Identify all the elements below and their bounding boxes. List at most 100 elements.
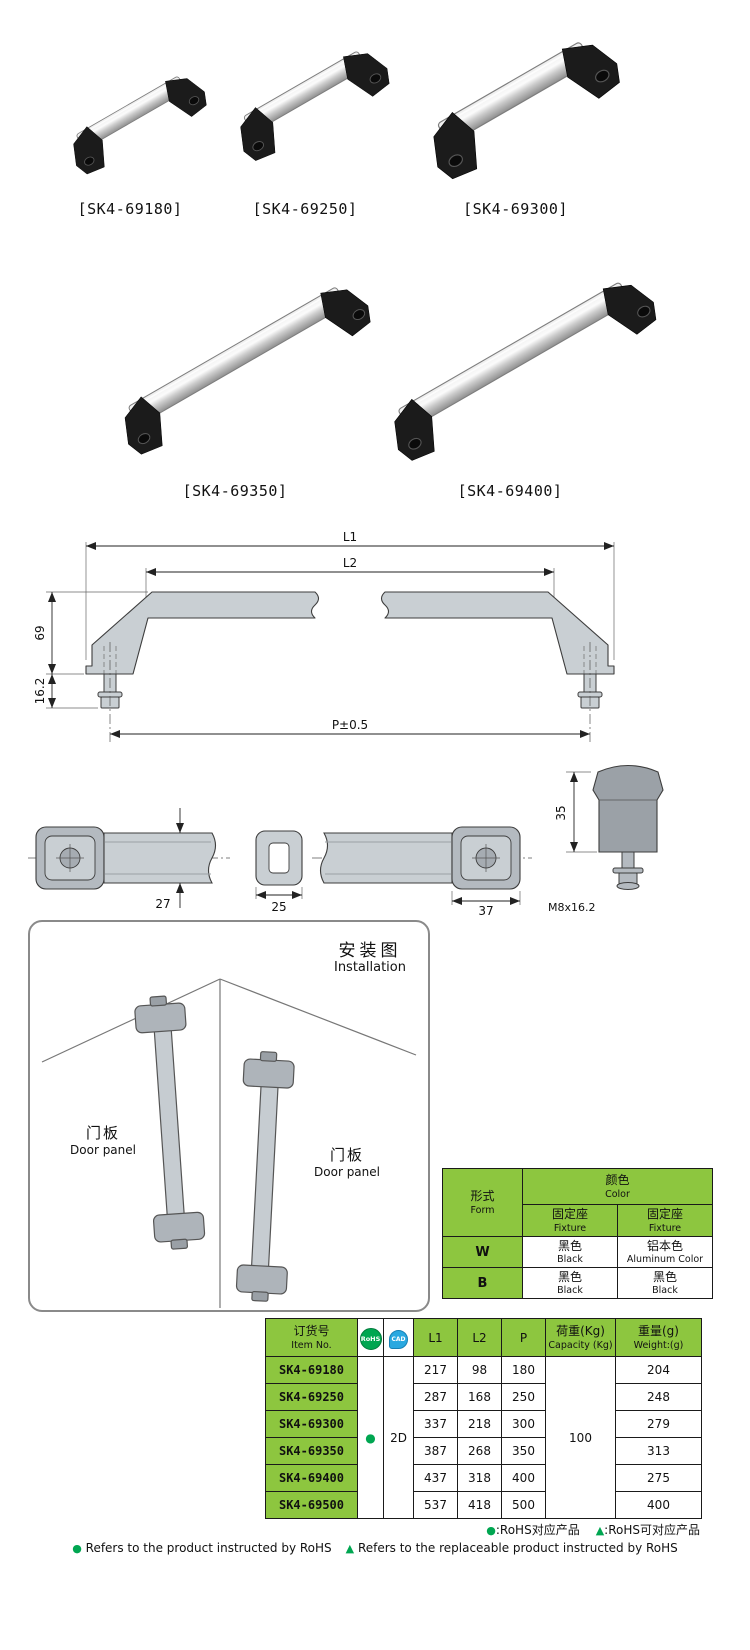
- handle-graphic: [394, 282, 657, 461]
- rohs-header-cell: RoHS: [357, 1318, 384, 1357]
- color-header-cell: 颜色 Color: [522, 1168, 713, 1205]
- item-cell: SK4-69250: [265, 1383, 358, 1411]
- handle-graphic: [73, 76, 207, 175]
- l2-cell: 98: [457, 1356, 502, 1384]
- fixture-header-cell-a: 固定座 Fixture: [522, 1204, 618, 1237]
- tube-edges: [325, 841, 451, 875]
- handle-image: [73, 76, 207, 175]
- dim-section-width-label: 25: [271, 900, 286, 914]
- side-view-drawing: L1 L2 69 16.2 P±0.5: [33, 530, 615, 742]
- rohs-dot-cell: ●: [357, 1356, 384, 1519]
- handle-image: [394, 282, 657, 461]
- l1-cell: 437: [413, 1464, 458, 1492]
- color-cell: 黑色 Black: [522, 1236, 618, 1268]
- rohs-note-cn-tri-text: :RoHS可对应产品: [604, 1523, 700, 1537]
- item-cell: SK4-69180: [265, 1356, 358, 1384]
- color-label-en: Color: [605, 1188, 630, 1200]
- dim-l1-label: L1: [343, 530, 357, 544]
- spec-table: 订货号 Item No. RoHS CAD L1 L2 P 荷重(Kg) Cap…: [265, 1318, 702, 1519]
- product-label-sk4-69400: [SK4-69400]: [457, 482, 563, 500]
- top-view-drawing: 27 25 37: [28, 764, 664, 918]
- panel-edges: [41, 978, 417, 1308]
- handle-graphic: [433, 42, 620, 180]
- mounting-screws: [97, 673, 603, 709]
- weight-cell: 313: [615, 1437, 702, 1465]
- item-cell: SK4-69400: [265, 1464, 358, 1492]
- weight-cell: 248: [615, 1383, 702, 1411]
- right-end-flange: [451, 826, 521, 905]
- p-cell: 180: [501, 1356, 546, 1384]
- handle-profile: [85, 591, 615, 675]
- color-row-w: W 黑色 Black 铝本色 Aluminum Color: [442, 1236, 713, 1268]
- p-cell: 350: [501, 1437, 546, 1465]
- handle-graphic: [124, 287, 371, 455]
- form-label-en: Form: [470, 1204, 495, 1216]
- p-cell: 250: [501, 1383, 546, 1411]
- spec-row: SK4-69300 337 218 300 279: [265, 1410, 702, 1438]
- centerlines: [109, 642, 591, 742]
- p-cell: 300: [501, 1410, 546, 1438]
- tube-cross-section: [255, 830, 303, 899]
- door-panel-label-en-right: Door panel: [314, 1165, 380, 1179]
- fixture-header-row: 固定座 Fixture 固定座 Fixture: [443, 1204, 713, 1237]
- installed-handle-left: [134, 995, 206, 1250]
- left-end-flange: [35, 826, 105, 890]
- color-table-header-row: 形式 Form 颜色 Color: [442, 1168, 713, 1237]
- rohs-note-en-tri-text: Refers to the replaceable product instru…: [357, 1541, 678, 1555]
- cad-type-cell: 2D: [383, 1356, 414, 1519]
- door-panel-label-en-left: Door panel: [70, 1143, 136, 1157]
- product-photo-sk4-69350: [85, 268, 390, 465]
- l1-cell: 537: [413, 1491, 458, 1519]
- installation-title-en: Installation: [333, 960, 406, 975]
- product-photo-sk4-69180: [48, 52, 216, 190]
- handle-graphic: [240, 51, 390, 161]
- cad-icon: CAD: [389, 1330, 408, 1349]
- p-cell: 500: [501, 1491, 546, 1519]
- color-label-cn: 颜色: [605, 1173, 630, 1187]
- handle-image: [124, 287, 371, 455]
- l1-cell: 287: [413, 1383, 458, 1411]
- rohs-icon: RoHS: [359, 1327, 382, 1350]
- dim-fixture-height-label: 35: [554, 805, 568, 820]
- cad-header-cell: CAD: [383, 1318, 414, 1357]
- spec-row: SK4-69250 287 168 250 248: [265, 1383, 702, 1411]
- l1-cell: 217: [413, 1356, 458, 1384]
- capacity-cell: 100: [545, 1356, 616, 1519]
- rohs-dot-symbol: ●: [72, 1542, 82, 1555]
- installation-title-cn: 安装图: [338, 941, 402, 961]
- installed-handle-right: [235, 1051, 295, 1302]
- p-cell: 400: [501, 1464, 546, 1492]
- form-w-cell: W: [442, 1236, 523, 1268]
- spec-header-row: 订货号 Item No. RoHS CAD L1 L2 P 荷重(Kg) Cap…: [265, 1318, 702, 1357]
- p-header-cell: P: [501, 1318, 546, 1357]
- fixture-header-cell-b: 固定座 Fixture: [617, 1204, 713, 1237]
- l2-cell: 268: [457, 1437, 502, 1465]
- color-cell: 黑色 Black: [522, 1267, 618, 1299]
- l2-cell: 318: [457, 1464, 502, 1492]
- form-header-cell: 形式 Form: [442, 1168, 523, 1237]
- tube-edges: [105, 841, 211, 875]
- dim-bar-width-label: 27: [155, 897, 170, 911]
- spec-row: SK4-69350 387 268 350 313: [265, 1437, 702, 1465]
- weight-cell: 279: [615, 1410, 702, 1438]
- handle-tube-right: [319, 832, 453, 884]
- installation-sketch: [41, 978, 417, 1308]
- product-photo-sk4-69400: [352, 262, 677, 472]
- item-cell: SK4-69300: [265, 1410, 358, 1438]
- l1-cell: 337: [413, 1410, 458, 1438]
- item-no-header-cell: 订货号 Item No.: [265, 1318, 358, 1357]
- hidden-hole-lines: [103, 646, 597, 674]
- l2-cell: 168: [457, 1383, 502, 1411]
- color-cell: 铝本色 Aluminum Color: [617, 1236, 713, 1268]
- l1-cell: 387: [413, 1437, 458, 1465]
- color-row-b: B 黑色 Black 黑色 Black: [442, 1267, 713, 1299]
- rohs-note-cn-dot-text: :RoHS对应产品: [495, 1523, 580, 1537]
- weight-cell: 275: [615, 1464, 702, 1492]
- product-label-sk4-69300: [SK4-69300]: [463, 200, 568, 218]
- weight-cell: 400: [615, 1491, 702, 1519]
- handle-image: [433, 42, 620, 180]
- spec-row: SK4-69180 ● 2D 217 98 180 100 204: [265, 1356, 702, 1519]
- item-cell: SK4-69500: [265, 1491, 358, 1519]
- rohs-dot-symbol: ●: [486, 1524, 496, 1537]
